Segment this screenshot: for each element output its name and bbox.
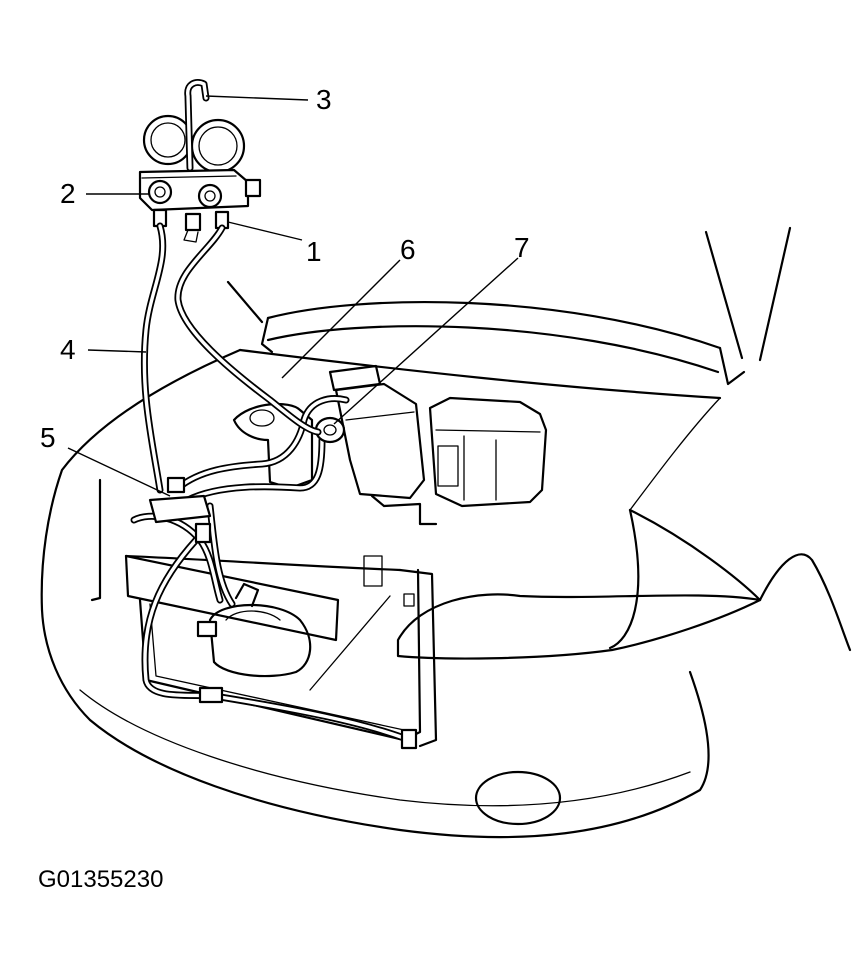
callout-5: 5 bbox=[40, 422, 56, 453]
compressor-detail bbox=[225, 610, 281, 621]
callout-4: 4 bbox=[60, 334, 76, 365]
hood-edge-bottom bbox=[266, 325, 720, 374]
callout-1: 1 bbox=[306, 236, 322, 267]
vehicle-body bbox=[40, 226, 852, 839]
bumper-crease bbox=[79, 689, 691, 807]
brake-detail-1 bbox=[345, 411, 415, 421]
leader-3 bbox=[205, 95, 309, 101]
low-side-port bbox=[166, 476, 186, 494]
engine-bay bbox=[124, 364, 548, 748]
high-side-valve-knob bbox=[197, 183, 223, 209]
callout-6: 6 bbox=[400, 234, 416, 265]
hood-prop-right bbox=[758, 226, 792, 362]
left-fender bbox=[40, 348, 242, 612]
front-grille-panel bbox=[124, 554, 340, 642]
leader-1 bbox=[227, 221, 303, 241]
support-diagonal bbox=[309, 595, 391, 691]
radiator-support-top bbox=[124, 554, 402, 572]
right-headlight bbox=[396, 593, 762, 660]
compressor-fitting bbox=[234, 582, 260, 608]
callout-3: 3 bbox=[316, 84, 332, 115]
service-port-block bbox=[148, 494, 212, 524]
fog-light bbox=[474, 770, 562, 826]
compressor-port bbox=[196, 620, 218, 638]
leader-lines bbox=[67, 95, 519, 497]
relay-box-connector bbox=[437, 445, 459, 487]
radiator-cap-bracket bbox=[363, 555, 383, 587]
manifold-side-fitting bbox=[244, 178, 262, 198]
hood-left-corner bbox=[260, 316, 274, 354]
high-pressure-gauge bbox=[190, 118, 246, 174]
low-side-valve-knob bbox=[147, 179, 173, 205]
leader-4 bbox=[87, 349, 147, 353]
brake-master-unit bbox=[334, 382, 426, 500]
liquid-line-fitting bbox=[198, 686, 224, 704]
leader-7 bbox=[333, 257, 519, 425]
gauge-manifold-set bbox=[138, 79, 262, 243]
liquid-line bbox=[141, 536, 408, 742]
relay-box bbox=[428, 396, 548, 508]
brake-bracket bbox=[370, 494, 438, 526]
condenser-frame bbox=[138, 568, 422, 742]
front-bumper bbox=[40, 608, 710, 839]
hood-prop-left bbox=[704, 230, 744, 360]
high-side-service-valve bbox=[194, 522, 212, 544]
callout-2: 2 bbox=[60, 178, 76, 209]
cowl-line bbox=[238, 348, 722, 400]
figure-code: G01355230 bbox=[38, 866, 164, 893]
fender-crease bbox=[629, 397, 721, 511]
radiator-side bbox=[398, 568, 438, 748]
left-headlight-edge bbox=[90, 478, 102, 602]
leader-5 bbox=[67, 447, 171, 497]
callout-7: 7 bbox=[514, 232, 530, 263]
relay-box-lid-line bbox=[435, 429, 541, 433]
hood-hinge-line bbox=[226, 280, 264, 324]
ac-compressor bbox=[208, 604, 312, 678]
condenser-fitting bbox=[400, 728, 418, 750]
ac-lines bbox=[130, 395, 418, 750]
leader-6 bbox=[281, 259, 401, 379]
radiator-bolt bbox=[403, 593, 415, 607]
right-wheel-arch bbox=[758, 553, 852, 652]
right-fender-top bbox=[628, 508, 762, 602]
right-headlight-inner bbox=[608, 508, 640, 650]
center-outlet bbox=[184, 212, 202, 232]
gauge-hoses bbox=[140, 222, 322, 494]
hood-right-corner bbox=[718, 346, 746, 386]
coolant-reservoir bbox=[232, 403, 314, 490]
reservoir-cap bbox=[249, 409, 275, 427]
